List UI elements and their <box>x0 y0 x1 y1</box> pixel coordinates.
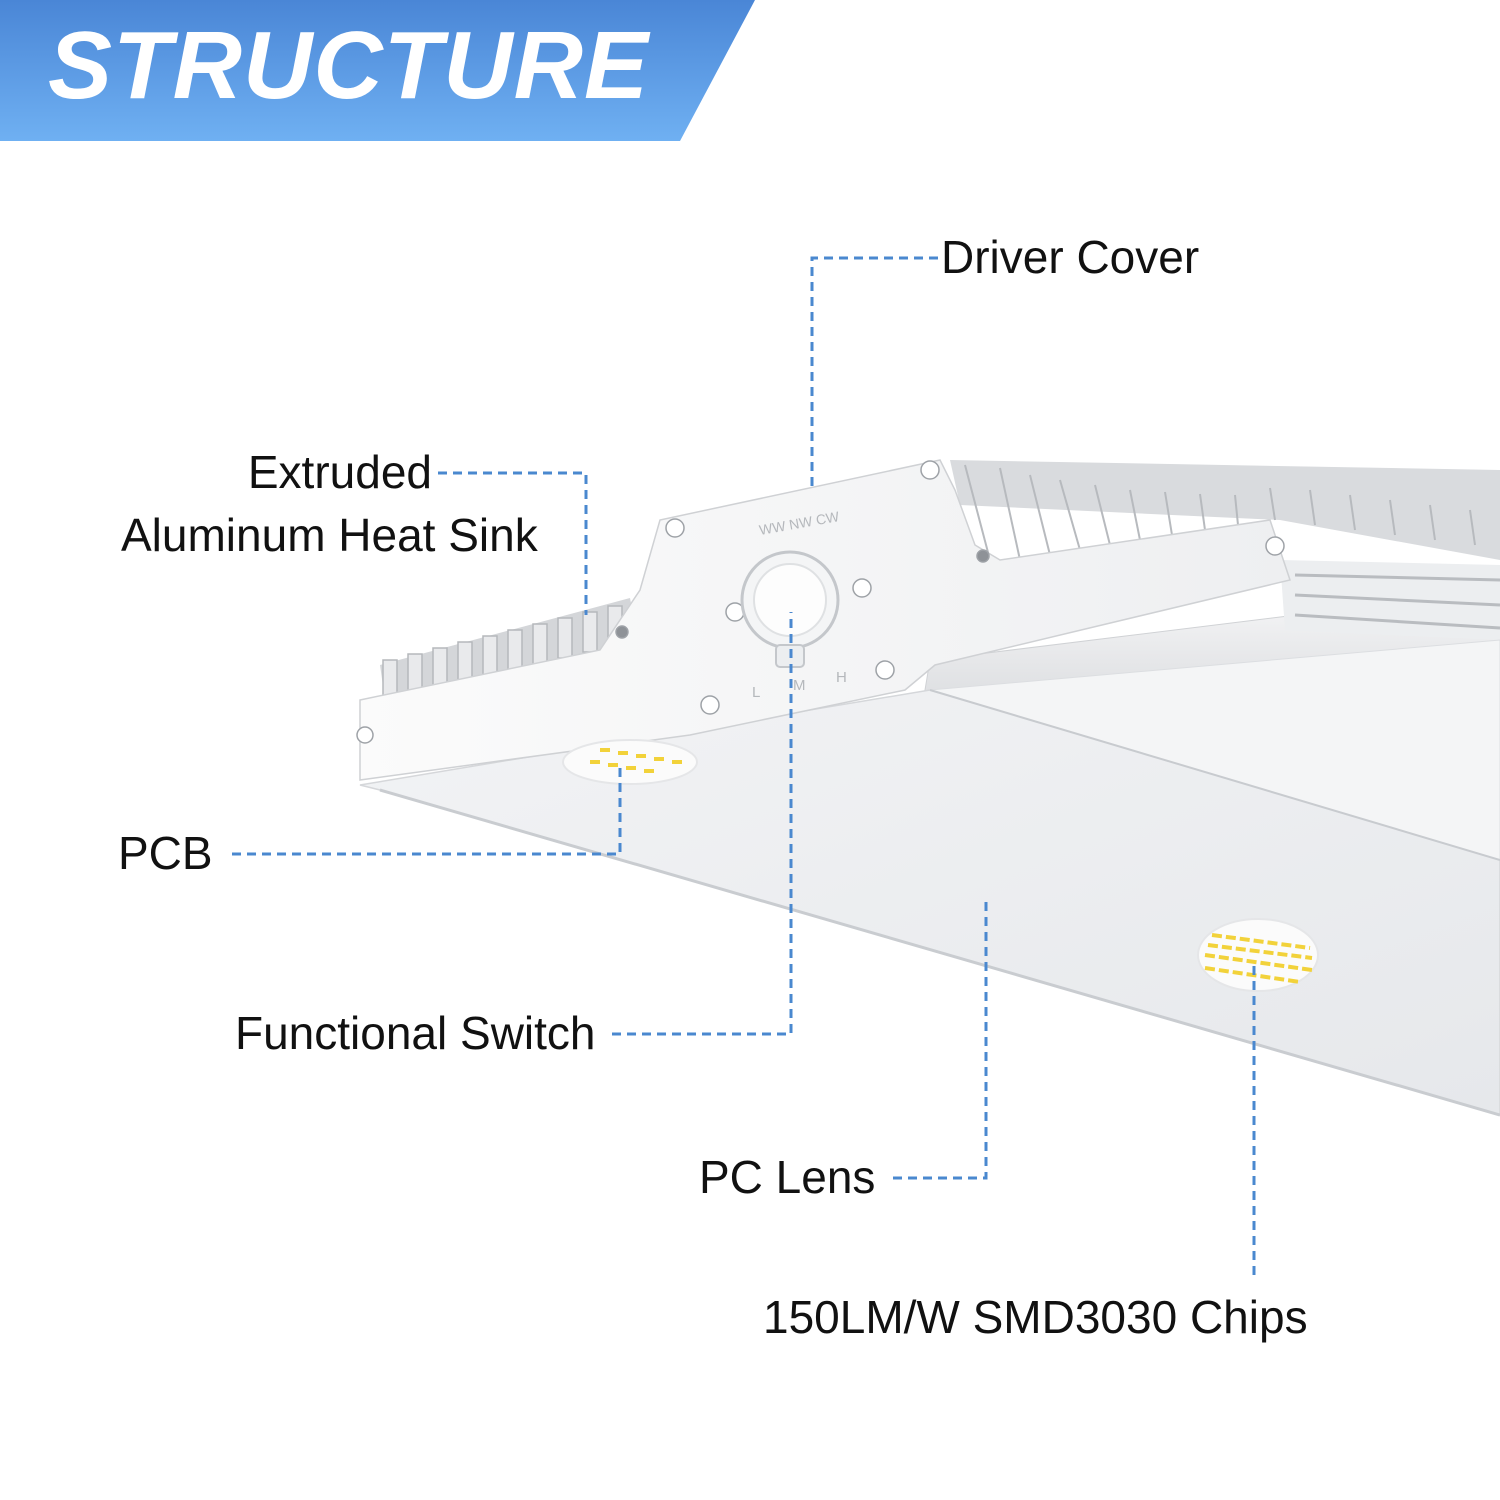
leader-driver-cover <box>810 256 938 490</box>
label-pc-lens: PC Lens <box>699 1151 876 1203</box>
switch-label-h: H <box>836 669 847 686</box>
switch-label-top: WW NW CW <box>758 508 841 538</box>
functional-switch-knob <box>740 550 840 668</box>
label-heat-sink-line2: Aluminum Heat Sink <box>121 509 538 561</box>
pc-lens-body <box>359 689 1500 1116</box>
label-pcb: PCB <box>118 827 213 879</box>
label-chips: 150LM/W SMD3030 Chips <box>763 1291 1308 1343</box>
heat-sink-fins-back <box>950 460 1500 561</box>
title-banner <box>0 0 755 141</box>
switch-label-m: M <box>793 677 806 694</box>
label-heat-sink-line1: Extruded <box>247 446 432 498</box>
led-chips-window <box>1197 918 1319 992</box>
pcb-window <box>562 739 698 785</box>
banner-title: STRUCTURE <box>48 12 649 119</box>
switch-label-l: L <box>752 684 760 701</box>
leader-pc-lens <box>893 900 988 1180</box>
label-driver-cover: Driver Cover <box>941 231 1200 283</box>
label-functional-switch: Functional Switch <box>235 1007 596 1059</box>
leader-heat-sink <box>438 471 588 615</box>
